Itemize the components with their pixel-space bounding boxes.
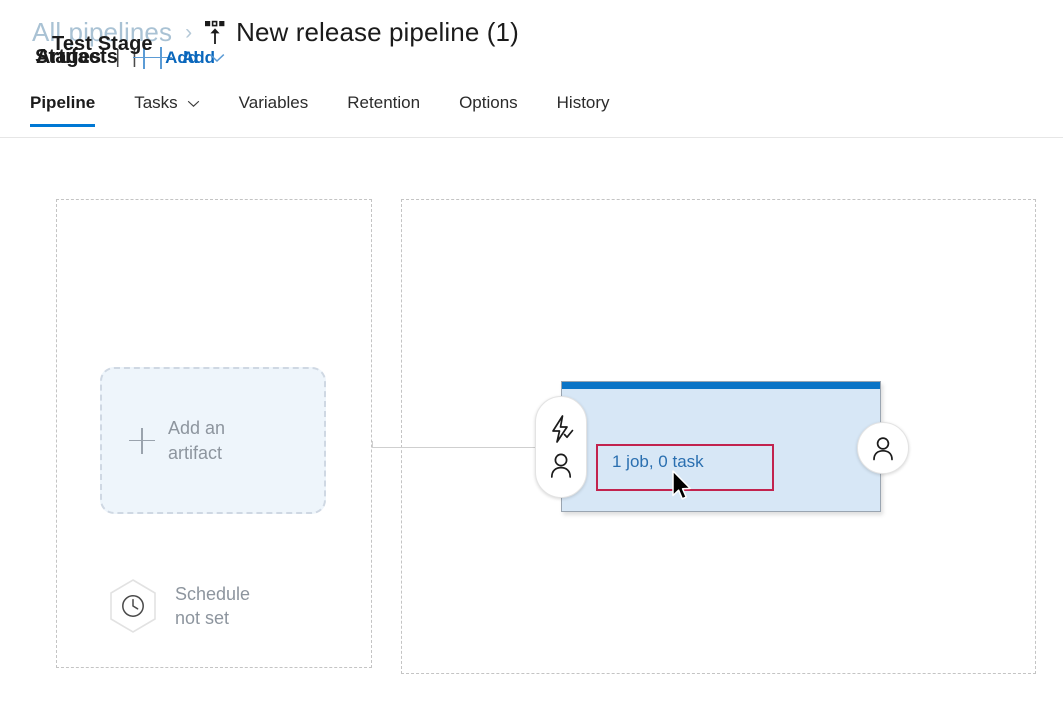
release-pipeline-icon xyxy=(203,20,227,46)
stage-jobs-tasks-link[interactable]: 1 job, 0 task xyxy=(612,452,704,471)
chevron-down-icon xyxy=(187,93,200,113)
tab-variables-label: Variables xyxy=(238,93,309,112)
pipeline-connector-line xyxy=(372,447,540,448)
page-title: New release pipeline (1) xyxy=(236,16,519,47)
lightning-check-icon xyxy=(547,414,575,444)
add-an-artifact-label: Add an artifact xyxy=(168,418,226,463)
tab-pipeline-label: Pipeline xyxy=(30,93,96,112)
breadcrumb-all-pipelines-link[interactable]: All pipelines xyxy=(32,16,173,47)
pipeline-connector-cap xyxy=(372,441,373,448)
tab-history-label: History xyxy=(556,93,610,112)
tab-tasks[interactable]: Tasks xyxy=(134,84,199,127)
schedule-label: Schedule not set xyxy=(175,583,251,628)
tab-retention-label: Retention xyxy=(347,93,421,112)
person-icon xyxy=(547,450,575,480)
add-artifact-button[interactable]: Add xyxy=(181,47,216,67)
tab-options-label: Options xyxy=(459,93,518,112)
plus-icon xyxy=(133,46,156,69)
stages-panel xyxy=(401,199,1036,674)
breadcrumb-separator: › xyxy=(185,20,193,44)
artifacts-panel xyxy=(56,199,372,668)
schedule-trigger[interactable]: Schedule not set xyxy=(107,578,250,634)
stages-title: Stages xyxy=(35,46,102,68)
breadcrumb: All pipelines › New release pipeline (1) xyxy=(32,10,519,54)
person-icon xyxy=(869,434,897,462)
tab-retention[interactable]: Retention xyxy=(347,84,420,127)
add-stage-button[interactable]: Add xyxy=(165,47,199,67)
chevron-down-icon[interactable] xyxy=(209,50,225,68)
artifacts-title: Artifacts xyxy=(36,46,119,68)
tab-tasks-label: Tasks xyxy=(134,93,178,112)
clock-icon xyxy=(107,578,159,634)
post-deployment-conditions-button[interactable] xyxy=(857,422,909,474)
tab-bar-divider xyxy=(0,137,1063,138)
stages-panel-header: Stages | Add xyxy=(35,46,225,69)
plus-icon xyxy=(129,427,155,454)
pre-deployment-conditions-button[interactable] xyxy=(535,396,587,498)
stage-status-bar xyxy=(562,382,880,389)
tab-options[interactable]: Options xyxy=(459,84,518,127)
plus-icon xyxy=(149,46,172,69)
tab-pipeline[interactable]: Pipeline xyxy=(30,84,96,127)
tab-bar: Pipeline Tasks Variables Retention Optio… xyxy=(0,84,1063,138)
stage-name-label: Test Stage xyxy=(52,33,153,55)
stages-header-separator: | xyxy=(115,47,121,68)
add-an-artifact-dropzone[interactable]: Add an artifact xyxy=(100,367,326,514)
tab-variables[interactable]: Variables xyxy=(239,84,309,127)
tab-history[interactable]: History xyxy=(557,84,610,127)
